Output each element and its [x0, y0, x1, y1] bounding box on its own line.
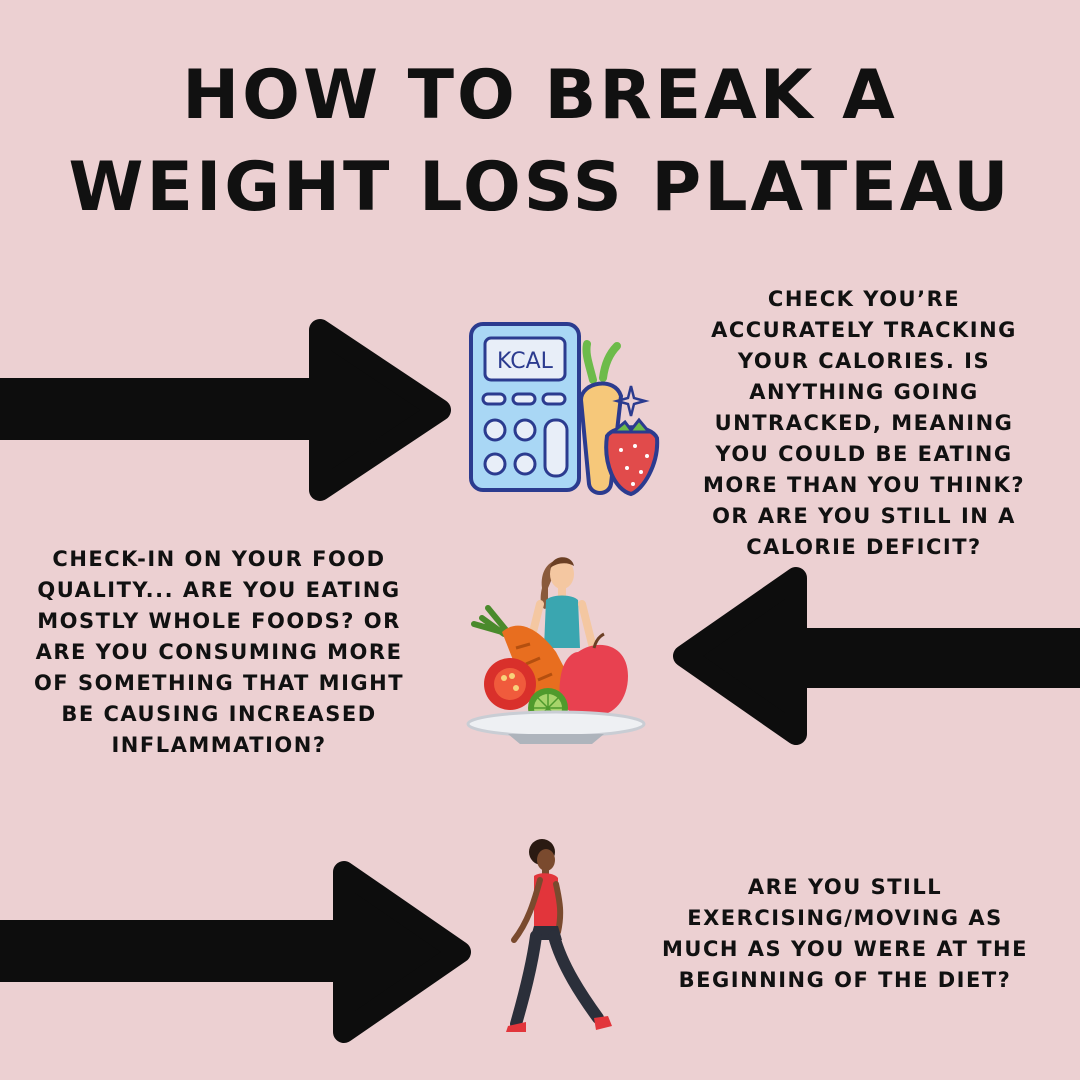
tip-exercise: Are you still exercising/moving as much … [662, 875, 1028, 992]
sparkle-icon [612, 385, 650, 417]
tip-tracking-calories: Check you’re accurately tracking your ca… [702, 287, 1026, 559]
page-title: How to break a weight loss plateau [0, 50, 1080, 234]
tip-food-quality: Check-in on your food quality... Are you… [33, 547, 405, 757]
arrow-right-icon [0, 861, 471, 1043]
arrow-left-icon [673, 567, 1080, 745]
woman-food-plate-icon [466, 557, 646, 744]
calculator-icon: KCAL [469, 322, 660, 497]
calculator-display-text: KCAL [497, 349, 554, 374]
page-title-line-2: weight loss plateau [68, 148, 1012, 227]
strawberry-icon [604, 417, 660, 497]
arrow-right-icon [0, 319, 451, 501]
walking-woman-icon [506, 839, 612, 1032]
page-title-line-1: How to break a [182, 56, 898, 135]
